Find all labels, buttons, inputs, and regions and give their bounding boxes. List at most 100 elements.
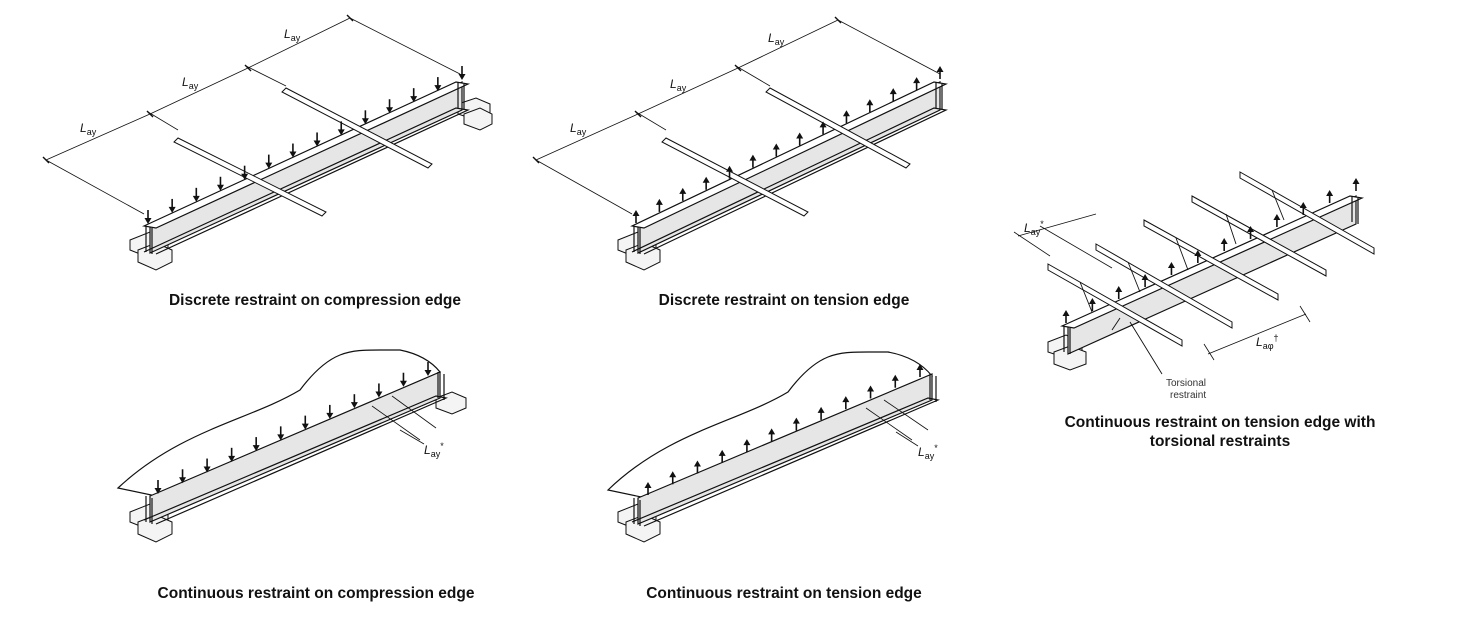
end-stiffener-right [935, 82, 943, 110]
dimension-lines [865, 399, 929, 447]
panel-continuous-compression: Lay* [116, 349, 467, 543]
up-arrow-icon [867, 385, 875, 399]
up-arrow-icon [669, 471, 677, 485]
down-arrow-icon [386, 99, 394, 114]
down-arrow-icon [168, 198, 176, 213]
load-arrows-compression [154, 362, 432, 494]
end-stiffener-left [145, 496, 153, 524]
restraint-bar-1 [661, 137, 809, 217]
down-arrow-icon [337, 121, 345, 136]
dimension-lines [535, 19, 941, 215]
up-arrow-icon [792, 417, 800, 431]
dimension-label-lay-2: Lay [182, 75, 199, 91]
down-arrow-icon [424, 362, 432, 376]
down-arrow-icon [179, 469, 187, 484]
up-arrow-icon [1299, 202, 1307, 215]
dimension-label-laphi-dagger: Laφ† [1256, 333, 1279, 351]
up-arrow-icon [1194, 250, 1202, 263]
up-arrow-icon [679, 187, 687, 201]
caption-discrete-compression: Discrete restraint on compression edge [168, 292, 461, 309]
up-arrow-icon [702, 176, 710, 190]
dimension-lines [1013, 213, 1311, 361]
down-arrow-icon [228, 447, 236, 462]
up-arrow-icon [644, 482, 652, 495]
up-arrow-icon [936, 66, 944, 79]
purlin-5 [1239, 171, 1375, 255]
up-arrow-icon [768, 428, 776, 442]
down-arrow-icon [265, 154, 273, 169]
down-arrow-icon [434, 77, 442, 92]
load-arrows-compression [144, 66, 466, 224]
up-arrow-icon [866, 99, 874, 113]
dimension-lines [371, 395, 437, 445]
caption-continuous-torsional: Continuous restraint on tension edge wit… [1020, 413, 1420, 451]
end-stiffener-right [1351, 196, 1359, 224]
up-arrow-icon [718, 449, 726, 463]
purlin-4 [1191, 195, 1327, 277]
beam-top-flange [141, 81, 471, 229]
up-arrow-icon [1088, 298, 1096, 311]
caption-continuous-torsional-line1: Continuous restraint on tension edge wit… [1064, 414, 1376, 431]
dimension-label-lay-1: Lay [80, 121, 97, 137]
down-arrow-icon [277, 426, 285, 441]
load-arrows-tension [632, 66, 944, 223]
end-stiffener-left [633, 226, 641, 254]
caption-discrete-tension: Discrete restraint on tension edge [658, 292, 910, 309]
dimension-label-lay-star: Lay* [918, 443, 938, 461]
dimension-lines [45, 17, 461, 215]
dimension-ticks [42, 14, 354, 164]
end-stiffener-right [457, 82, 465, 110]
up-arrow-icon [913, 77, 921, 91]
up-arrow-icon [842, 396, 850, 410]
up-arrow-icon [1115, 286, 1123, 299]
dimension-label-lay-star: Lay* [1024, 219, 1044, 237]
down-arrow-icon [410, 88, 418, 103]
support-right [457, 97, 493, 131]
up-arrow-icon [916, 364, 924, 377]
dimension-label-lay-3: Lay [284, 27, 301, 43]
down-arrow-icon [241, 165, 249, 180]
down-arrow-icon [289, 143, 297, 158]
up-arrow-icon [632, 210, 640, 223]
up-arrow-icon [819, 121, 827, 135]
panel-continuous-tension: Lay* [606, 351, 941, 543]
down-arrow-icon [144, 210, 152, 224]
caption-continuous-tension: Continuous restraint on tension edge [646, 585, 922, 602]
dimension-label-lay-3: Lay [768, 31, 785, 47]
up-arrow-icon [655, 198, 663, 212]
up-arrow-icon [1247, 226, 1255, 239]
down-arrow-icon [216, 176, 224, 191]
end-stiffener-right [929, 374, 937, 402]
beam-bottom-flange [631, 397, 941, 527]
dimension-label-lay-star: Lay* [424, 441, 444, 459]
down-arrow-icon [375, 383, 383, 398]
up-arrow-icon [772, 143, 780, 157]
dimension-ticks [532, 16, 842, 164]
beam-web [149, 371, 441, 523]
panel-continuous-torsional: Lay* Laφ† Torsional restraint [1013, 171, 1375, 401]
down-arrow-icon [399, 372, 407, 387]
up-arrow-icon [749, 154, 757, 168]
beam-bottom-flange [143, 107, 471, 255]
down-arrow-icon [301, 415, 309, 430]
up-arrow-icon [1220, 238, 1228, 251]
continuous-deck [116, 349, 441, 497]
down-arrow-icon [192, 187, 200, 202]
down-arrow-icon [326, 404, 334, 419]
up-arrow-icon [1273, 214, 1281, 227]
continuous-deck [606, 351, 933, 499]
torsional-braces [1079, 189, 1285, 375]
up-arrow-icon [817, 406, 825, 420]
up-arrow-icon [1167, 262, 1175, 275]
dimension-label-lay-1: Lay [570, 121, 587, 137]
beam-bottom-flange [631, 107, 948, 255]
up-arrow-icon [1141, 274, 1149, 287]
up-arrow-icon [796, 132, 804, 146]
caption-continuous-torsional-line2: torsional restraints [1149, 433, 1291, 450]
beam-web [637, 373, 933, 525]
up-arrow-icon [693, 460, 701, 474]
end-stiffener-right [437, 372, 445, 400]
dimension-label-lay-2: Lay [670, 77, 687, 93]
purlin-3 [1143, 219, 1279, 301]
